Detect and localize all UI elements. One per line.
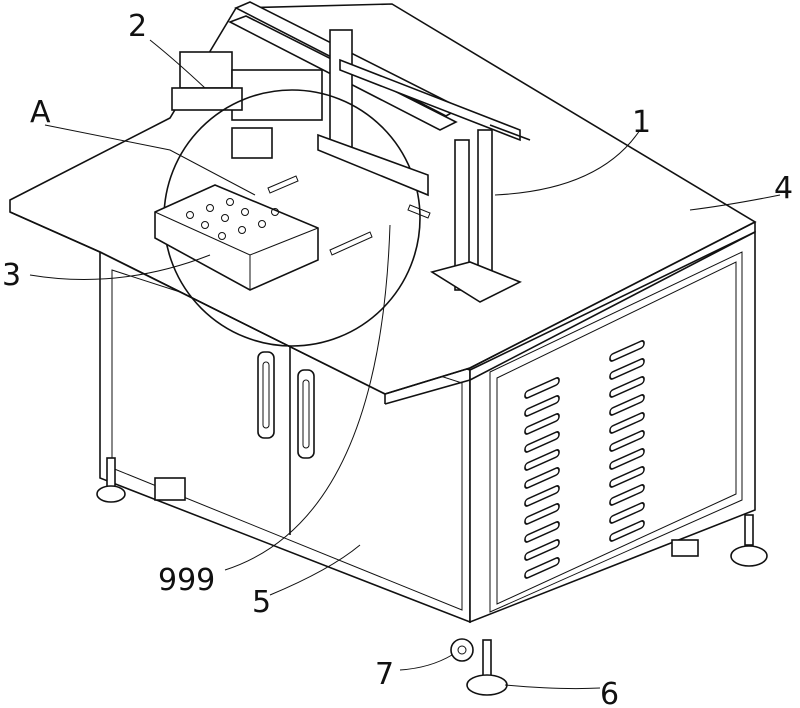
vent-slot xyxy=(609,358,645,380)
vent-slot xyxy=(609,502,645,524)
label-4: 4 xyxy=(774,171,793,206)
feet xyxy=(96,457,768,696)
hole xyxy=(221,214,229,222)
vent-slot xyxy=(524,521,560,543)
label-1: 1 xyxy=(632,105,651,140)
hole xyxy=(186,211,194,219)
hole xyxy=(201,221,209,229)
vent-slot xyxy=(524,485,560,507)
vent-slot xyxy=(609,466,645,488)
label-5: 5 xyxy=(252,585,271,620)
hole xyxy=(206,204,214,212)
vent-slot xyxy=(524,377,560,399)
vent-slot xyxy=(609,484,645,506)
vent-slots xyxy=(524,340,645,579)
vent-slot xyxy=(524,557,560,579)
label-2: 2 xyxy=(128,9,147,44)
reference-labels: 2 A 1 4 3 999 5 7 6 xyxy=(2,9,793,708)
detail-circle xyxy=(154,89,431,347)
hole xyxy=(226,198,234,206)
vent-slot xyxy=(524,395,560,417)
hole xyxy=(258,220,266,228)
gantry xyxy=(171,1,531,303)
leader-lines xyxy=(29,39,781,690)
vent-slot xyxy=(609,376,645,398)
hole xyxy=(238,226,246,234)
vent-slot xyxy=(609,520,645,542)
hole xyxy=(271,208,279,216)
vent-slot xyxy=(609,340,645,362)
label-7: 7 xyxy=(375,657,394,692)
vent-slot xyxy=(609,412,645,434)
vent-slot xyxy=(524,449,560,471)
vent-slot xyxy=(524,503,560,525)
vent-slot xyxy=(524,413,560,435)
vent-slot xyxy=(524,539,560,561)
label-a: A xyxy=(30,95,51,130)
label-6: 6 xyxy=(600,677,619,708)
vent-slot xyxy=(524,431,560,453)
vent-slot xyxy=(609,430,645,452)
label-3: 3 xyxy=(2,258,21,293)
vent-slot xyxy=(609,394,645,416)
hole xyxy=(241,208,249,216)
vent-slot xyxy=(524,467,560,489)
door-handles xyxy=(257,351,315,459)
label-999: 999 xyxy=(158,563,215,598)
hole xyxy=(218,232,226,240)
vent-slot xyxy=(609,448,645,470)
